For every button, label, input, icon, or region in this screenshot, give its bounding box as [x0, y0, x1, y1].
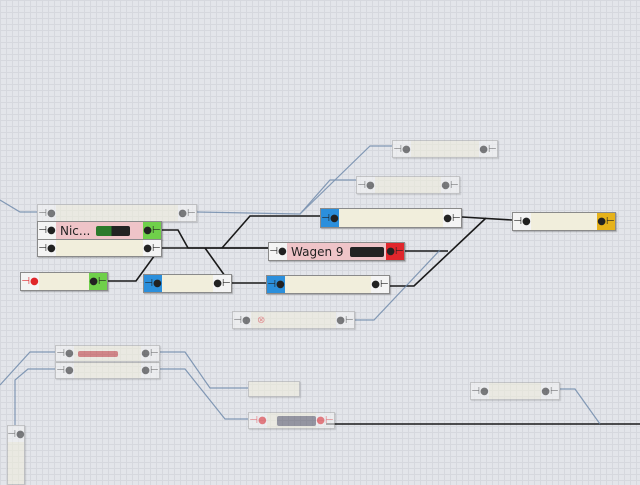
- block[interactable]: ⊣● ●⊢: [55, 345, 160, 362]
- signal-icon[interactable]: ●⊢: [141, 363, 159, 378]
- signal-icon[interactable]: ●⊢: [316, 413, 334, 428]
- track: [14, 368, 55, 425]
- signal-icon[interactable]: ⊣●: [38, 240, 56, 256]
- block[interactable]: ⊣● ●⊢: [512, 212, 616, 231]
- train-name: Nic...: [60, 223, 91, 238]
- track: [560, 388, 601, 425]
- signal-icon[interactable]: ⊣●: [233, 312, 251, 328]
- signal-icon[interactable]: ⊣●: [249, 413, 267, 428]
- block-occupied[interactable]: ⊣● ●⊢: [248, 412, 335, 429]
- signal-icon[interactable]: ⊣●: [269, 243, 287, 260]
- block-label: [56, 205, 178, 221]
- block-content: [74, 346, 141, 361]
- block-body: [249, 382, 299, 396]
- block-occupied[interactable]: ⊣● Wagen 9 ●⊢: [268, 242, 405, 261]
- track: [108, 247, 161, 282]
- track: [299, 145, 392, 215]
- train-name: Wagen 9: [291, 244, 344, 259]
- track: [160, 368, 248, 420]
- signal-icon[interactable]: ●⊢: [143, 222, 161, 239]
- block-body: [74, 363, 141, 378]
- block-label: [375, 177, 441, 193]
- block[interactable]: ⊣● ●⊢: [266, 275, 390, 294]
- block[interactable]: ⊣● ●⊢: [55, 362, 160, 379]
- track: [160, 351, 248, 389]
- signal-icon[interactable]: ●⊢: [89, 273, 107, 290]
- signal-icon[interactable]: ⊣●: [357, 177, 375, 193]
- block-label: [531, 213, 597, 230]
- block-disabled[interactable]: ⊣● ⊗ ●⊢: [232, 311, 355, 329]
- train-icon: [277, 415, 316, 426]
- track: [221, 215, 320, 249]
- track: [355, 249, 441, 321]
- track: [390, 217, 487, 287]
- signal-icon[interactable]: ●⊢: [541, 383, 559, 399]
- block[interactable]: ⊣● ●⊢: [320, 208, 462, 228]
- signal-icon[interactable]: ⊣●: [267, 276, 285, 293]
- block[interactable]: [248, 381, 300, 397]
- block[interactable]: ⊣● ●⊢: [143, 274, 232, 293]
- block[interactable]: ⊣● ●⊢: [470, 382, 560, 400]
- signal-icon[interactable]: ⊣●: [56, 363, 74, 378]
- block-content: Nic...: [56, 222, 143, 239]
- block[interactable]: ⊣● ●⊢: [356, 176, 460, 194]
- signal-icon[interactable]: ⊣●: [21, 273, 39, 290]
- track: [162, 229, 268, 249]
- signal-icon[interactable]: ●⊢: [386, 243, 404, 260]
- block-content: ⊗: [251, 312, 336, 328]
- signal-icon[interactable]: ●⊢: [443, 209, 461, 227]
- locomotive-icon: [349, 246, 384, 257]
- block-occupied[interactable]: ⊣● Nic... ●⊢: [37, 221, 162, 240]
- block-label: [39, 273, 89, 290]
- signal-icon[interactable]: ●⊢: [441, 177, 459, 193]
- block-label: [411, 141, 479, 157]
- signal-icon[interactable]: ●⊢: [141, 346, 159, 361]
- track: [0, 199, 37, 213]
- signal-icon[interactable]: ⊣●: [144, 275, 162, 292]
- block[interactable]: ⊣● ●⊢: [20, 272, 108, 291]
- signal-icon[interactable]: ●⊢: [597, 213, 615, 230]
- signal-icon[interactable]: ⊣●: [38, 205, 56, 221]
- signal-icon[interactable]: ●⊢: [143, 240, 161, 256]
- signal-icon[interactable]: ⊣●: [38, 222, 56, 239]
- track: [0, 351, 55, 386]
- block-body: [489, 383, 541, 399]
- block-label: [162, 275, 213, 292]
- block-label: [56, 240, 143, 256]
- block[interactable]: ⊣● ●⊢: [392, 140, 498, 158]
- signal-icon[interactable]: ●⊢: [336, 312, 354, 328]
- track: [461, 216, 513, 221]
- block[interactable]: ⊣● ●⊢: [37, 239, 162, 257]
- block-vertical[interactable]: ⊣●: [7, 425, 25, 485]
- signal-icon[interactable]: ●⊢: [178, 205, 196, 221]
- signal-icon[interactable]: ●⊢: [213, 275, 231, 292]
- signal-icon[interactable]: ⊣●: [513, 213, 531, 230]
- signal-icon[interactable]: ⊣●: [393, 141, 411, 157]
- block-label: [285, 276, 371, 293]
- signal-icon[interactable]: ●⊢: [479, 141, 497, 157]
- block-content: Wagen 9: [287, 243, 386, 260]
- signal-icon[interactable]: ⊣●: [471, 383, 489, 399]
- locomotive-icon: [96, 225, 131, 236]
- signal-icon[interactable]: ⊣●: [7, 426, 25, 442]
- block-label: [339, 209, 443, 227]
- wagon-icon: [78, 350, 118, 357]
- block[interactable]: ⊣● ●⊢: [37, 204, 197, 222]
- signal-icon[interactable]: ⊣●: [56, 346, 74, 361]
- signal-icon[interactable]: ⊣●: [321, 209, 339, 227]
- track: [196, 179, 356, 215]
- signal-icon[interactable]: ●⊢: [371, 276, 389, 293]
- disabled-x-icon: ⊗: [257, 314, 266, 326]
- block-content: [267, 413, 316, 428]
